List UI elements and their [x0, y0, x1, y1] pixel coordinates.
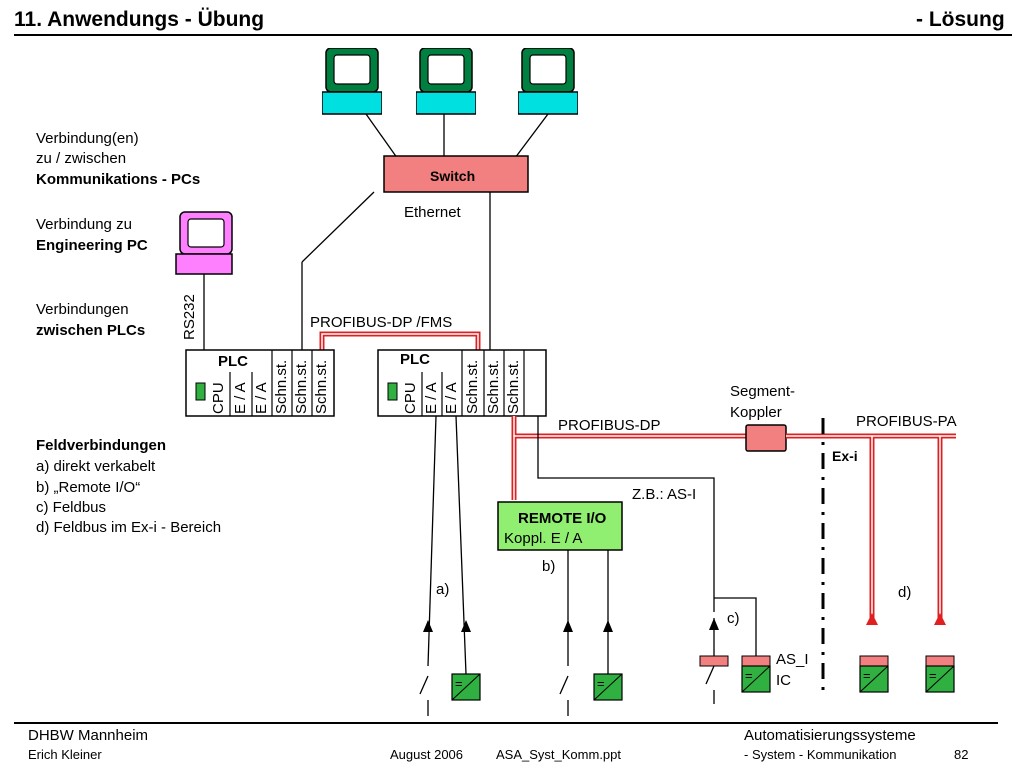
profibus-dp-bus — [511, 416, 746, 500]
engineering-pc-icon — [175, 211, 233, 275]
arrow-up-icon — [461, 620, 471, 632]
plc-1-title: PLC — [218, 353, 248, 370]
asi-label: Z.B.: AS-I — [632, 486, 697, 503]
plc-2-module-if-2: Schn.st. — [485, 359, 502, 414]
io-module-icon — [451, 673, 481, 701]
comm-pc-icon — [416, 48, 476, 115]
profibus-pa-bus — [786, 433, 956, 618]
remote-io-box — [497, 501, 623, 551]
footer-author: Erich Kleiner — [28, 747, 102, 762]
arrow-up-icon — [603, 620, 613, 632]
segment-coupler-label-1: Segment- — [730, 383, 796, 400]
footer-date: August 2006 — [390, 747, 464, 762]
plc-2-module-io-2: E / A — [443, 382, 460, 414]
field-b: b) „Remote I/O“ — [36, 479, 141, 496]
label-c: c) — [727, 610, 740, 627]
arrow-up-icon — [866, 613, 878, 625]
io-module-icon — [925, 655, 955, 693]
plc-1-module-if-1: Schn.st. — [273, 359, 290, 414]
profibus-dp-label: PROFIBUS-DP — [558, 417, 661, 434]
converter-symbol: = — [455, 676, 463, 691]
plc-1-module-if-3: Schn.st. — [313, 359, 330, 414]
profibus-pa-label: PROFIBUS-PA — [856, 413, 957, 430]
label-b: b) — [542, 558, 556, 575]
comm-pc-icon — [322, 48, 382, 115]
arrow-up-icon — [709, 618, 719, 630]
footer-course-1: Automatisierungssysteme — [744, 727, 916, 744]
footer-rule — [14, 722, 998, 724]
footer-course-2: - System - Kommunikation — [744, 747, 897, 762]
engineering-text-1: Verbindung zu — [36, 216, 132, 233]
segment-coupler-label-2: Koppler — [730, 404, 782, 421]
plcs-text-2: zwischen PLCs — [36, 322, 146, 339]
arrow-up-icon — [934, 613, 946, 625]
switch-contact-icon — [419, 665, 715, 716]
engineering-text-2: Engineering PC — [36, 237, 148, 254]
segment-coupler — [745, 424, 787, 452]
remote-io-label-1: REMOTE I/O — [518, 510, 607, 527]
footer-institution: DHBW Mannheim — [28, 727, 149, 744]
plc-2-title: PLC — [400, 351, 430, 368]
remote-io-label-2: Koppl. E / A — [504, 530, 583, 547]
asi-bus-line — [537, 416, 715, 598]
ethernet-lines — [203, 113, 549, 350]
asic-label-2: IC — [776, 672, 791, 689]
io-module-icon — [593, 673, 623, 701]
converter-symbol: = — [597, 676, 605, 691]
converter-symbol: = — [745, 668, 753, 683]
arrow-up-icon — [563, 620, 573, 632]
label-d: d) — [898, 584, 912, 601]
label-a: a) — [436, 581, 450, 598]
converter-symbol: = — [863, 668, 871, 683]
plc-1-module-io-1: E / A — [232, 382, 249, 414]
io-module-icon — [741, 655, 771, 693]
plc-1-module-cpu: CPU — [210, 382, 227, 414]
plc-2-module-if-1: Schn.st. — [464, 359, 481, 414]
comm-pcs-text-3: Kommunikations - PCs — [36, 171, 201, 188]
io-module-icon — [859, 655, 889, 693]
plcs-text-1: Verbindungen — [36, 301, 129, 318]
slide-title-suffix: - Lösung — [916, 8, 1005, 31]
field-title: Feldverbindungen — [36, 437, 167, 454]
comm-pcs-text-2: zu / zwischen — [36, 150, 127, 167]
footer-page-number: 82 — [954, 747, 969, 762]
profibus-fms-bus — [319, 331, 481, 350]
plc-1-module-io-2: E / A — [253, 382, 270, 414]
comm-pc-icon — [518, 48, 578, 115]
plc-1-module-if-2: Schn.st. — [293, 359, 310, 414]
switch-box — [383, 155, 529, 193]
switch-label: Switch — [430, 168, 476, 184]
asic-label-1: AS_I — [776, 651, 809, 668]
profibus-fms-label: PROFIBUS-DP /FMS — [310, 314, 453, 331]
asi-module-cap — [699, 655, 729, 667]
slide-title: 11. Anwendungs - Übung — [14, 8, 265, 31]
field-c: c) Feldbus — [36, 499, 107, 516]
rs232-label: RS232 — [181, 294, 198, 340]
field-a: a) direkt verkabelt — [36, 458, 156, 475]
footer-file: ASA_Syst_Komm.ppt — [496, 747, 621, 762]
plc-2-module-if-3: Schn.st. — [505, 359, 522, 414]
plc-1 — [185, 349, 335, 417]
field-d: d) Feldbus im Ex-i - Bereich — [36, 519, 222, 536]
plc-2 — [377, 349, 547, 417]
ethernet-label: Ethernet — [404, 204, 461, 221]
comm-pcs-text-1: Verbindung(en) — [36, 130, 139, 147]
arrow-up-icon — [423, 620, 433, 632]
header-rule — [14, 34, 1012, 36]
plc-2-module-cpu: CPU — [402, 382, 419, 414]
exi-label: Ex-i — [832, 448, 858, 464]
converter-symbol: = — [929, 668, 937, 683]
plc-2-module-io-1: E / A — [423, 382, 440, 414]
